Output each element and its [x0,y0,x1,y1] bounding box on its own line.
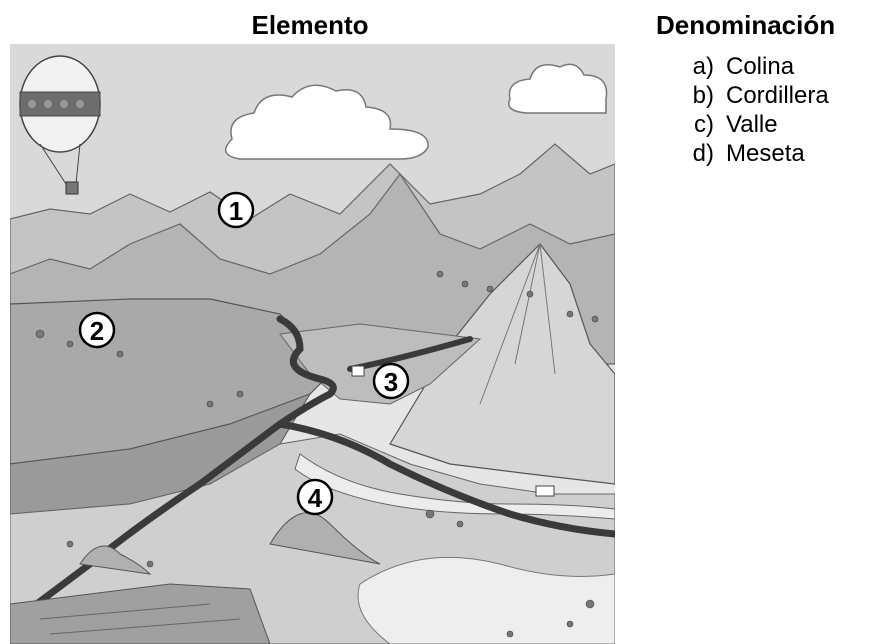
denomination-column-title: Denominación [656,10,836,40]
svg-text:4: 4 [308,483,323,513]
option-item: c) Valle [674,110,829,139]
hot-air-balloon-icon [19,55,101,195]
option-label: Meseta [726,140,805,167]
cloud-icon [224,84,429,160]
cloud-icon [508,63,608,114]
svg-text:2: 2 [90,316,104,346]
hill [269,512,381,565]
marker-3: 3 [372,362,410,400]
option-item: b) Cordillera [674,81,829,110]
option-letter: b) [692,82,714,109]
marker-4: 4 [296,478,334,516]
vehicle-icon [535,485,555,497]
river [294,453,615,520]
house-icon [351,365,365,377]
svg-text:3: 3 [384,367,398,397]
option-label: Colina [726,53,795,80]
option-item: a) Colina [674,52,829,81]
option-label: Valle [726,111,778,138]
svg-text:1: 1 [229,196,243,226]
option-label: Cordillera [726,82,829,109]
landscape-illustration: 1 2 3 4 [10,44,615,644]
element-column-title: Elemento [251,10,369,40]
option-letter: d) [692,140,714,167]
marker-2: 2 [78,311,116,349]
marker-1: 1 [217,191,255,229]
large-mountain [389,243,615,485]
denomination-list: a) Colina b) Cordillera c) Valle d) Mese… [674,52,829,168]
option-letter: c) [694,111,714,138]
option-letter: a) [692,53,714,80]
option-item: d) Meseta [674,139,829,168]
